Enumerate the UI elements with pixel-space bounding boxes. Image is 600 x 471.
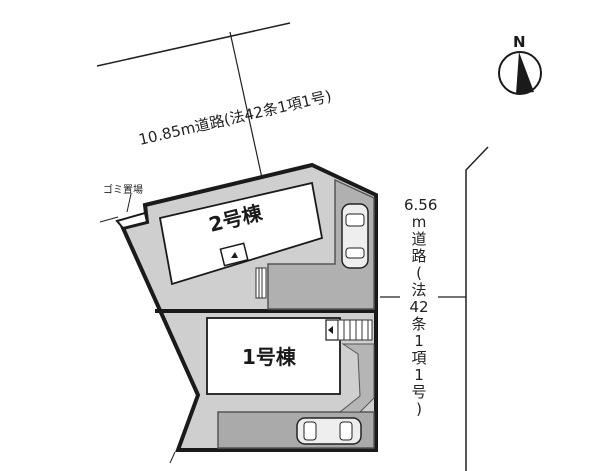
east-road-char: m — [411, 213, 427, 231]
garbage-label: ゴミ置場 — [103, 183, 143, 196]
car-icon-1 — [296, 417, 362, 445]
east-road-char: ( — [416, 264, 422, 282]
east-road-char: 号 — [411, 383, 427, 401]
east-road-char: 1 — [414, 366, 424, 384]
north-road-label: 10.85m道路(法42条1項1号) — [137, 87, 333, 149]
east-road-char: 42 — [409, 298, 429, 316]
garbage-leader — [126, 193, 132, 213]
east-road-char: 条 — [411, 315, 427, 333]
east-road-char: 項 — [411, 349, 427, 367]
east-road-char: 路 — [411, 247, 427, 265]
east-road-char: 1 — [414, 332, 424, 350]
entrance-arrow-2 — [231, 252, 238, 258]
entrance-arrow-1 — [328, 326, 333, 334]
building-2 — [158, 181, 324, 286]
west-boundary-ext — [99, 216, 119, 223]
building-1-label: 1号棟 — [242, 345, 297, 369]
path-1 — [338, 343, 375, 413]
stairs-1 — [337, 319, 373, 341]
east-road-char: 道 — [411, 230, 427, 248]
east-road-width: 6.56 — [404, 196, 438, 214]
north-road-dimension — [229, 31, 263, 179]
stairs-2 — [255, 267, 267, 299]
building-1 — [206, 317, 341, 395]
garbage-area — [115, 211, 149, 230]
east-road-label: 6.56 m 道 路 ( 法 42 条 1 項 1 号 ) — [404, 196, 438, 418]
north-road-edge — [96, 22, 291, 67]
east-road-edge — [465, 146, 489, 471]
compass-label: N — [513, 33, 526, 51]
east-road-char: ) — [416, 400, 422, 418]
north-arrow-icon — [498, 51, 542, 95]
south-boundary-ext — [169, 451, 176, 464]
east-road-char: 法 — [411, 281, 427, 299]
car-icon-2 — [341, 203, 369, 269]
